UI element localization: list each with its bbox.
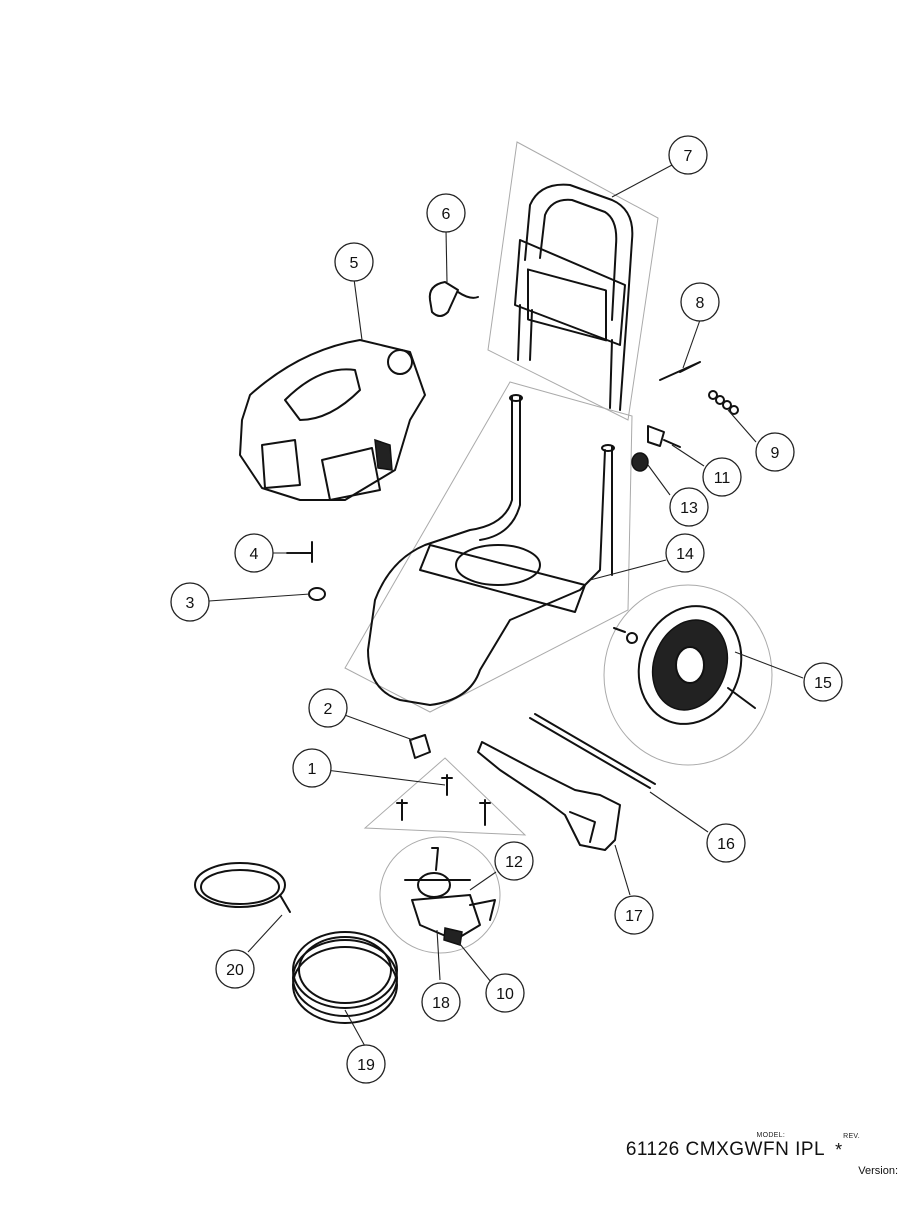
model-number: 61126 CMXGWFN IPL xyxy=(625,1139,826,1160)
callout-number: 7 xyxy=(684,148,693,165)
handle-group-outline xyxy=(487,141,659,421)
leader-lines xyxy=(208,164,804,1049)
callout-2: 2 xyxy=(308,688,348,728)
callout-3: 3 xyxy=(170,582,210,622)
callout-8: 8 xyxy=(680,282,720,322)
callout-number: 9 xyxy=(771,445,780,462)
bolt-t-icon xyxy=(286,541,313,563)
bracket-icon xyxy=(409,734,431,759)
callout-14: 14 xyxy=(665,533,705,573)
callout-number: 15 xyxy=(814,675,832,692)
callout-number: 11 xyxy=(714,470,731,487)
callout-4: 4 xyxy=(234,533,274,573)
callout-number: 8 xyxy=(696,295,705,312)
callout-number: 19 xyxy=(357,1057,375,1074)
callout-18: 18 xyxy=(421,982,461,1022)
screws-icon xyxy=(708,390,739,415)
version-label: Version: xyxy=(858,1165,898,1177)
frame-base-icon xyxy=(367,394,615,706)
wheel-group-outline xyxy=(603,584,773,766)
callout-19: 19 xyxy=(346,1044,386,1084)
short-hose-icon xyxy=(194,862,291,913)
callout-number: 6 xyxy=(442,206,451,223)
clip-icon xyxy=(428,281,479,317)
frame-handle-icon xyxy=(514,183,634,411)
bolt-group-outline xyxy=(363,757,527,836)
callout-number: 20 xyxy=(226,962,244,979)
knob-icon xyxy=(647,425,681,448)
tie-strap-icon xyxy=(659,361,701,381)
callout-16: 16 xyxy=(706,823,746,863)
callout-10: 10 xyxy=(485,973,525,1013)
callout-11: 11 xyxy=(702,457,742,497)
callout-1: 1 xyxy=(292,748,332,788)
callout-7: 7 xyxy=(668,135,708,175)
callout-number: 4 xyxy=(250,546,259,563)
callout-number: 13 xyxy=(680,500,698,517)
callout-5: 5 xyxy=(334,242,374,282)
callout-15: 15 xyxy=(803,662,843,702)
callout-number: 12 xyxy=(505,854,523,871)
callout-number: 3 xyxy=(186,595,195,612)
callout-number: 14 xyxy=(676,546,694,563)
callout-number: 2 xyxy=(324,701,333,718)
model-label: MODEL: xyxy=(756,1132,786,1139)
callout-13: 13 xyxy=(669,487,709,527)
callout-number: 16 xyxy=(717,836,735,853)
rev-value: * xyxy=(835,1140,843,1160)
spray-gun-icon xyxy=(477,741,621,851)
callout-number: 1 xyxy=(308,761,317,778)
pump-icon xyxy=(404,847,496,946)
rev-label: REV. xyxy=(843,1133,860,1140)
lance-icon xyxy=(529,713,656,789)
callout-6: 6 xyxy=(426,193,466,233)
frame-group-outline xyxy=(344,381,633,713)
pump-group-outline xyxy=(379,836,501,954)
wheel-icon xyxy=(613,605,756,725)
hose-icon xyxy=(292,931,398,1024)
bolts-icon xyxy=(396,774,491,826)
callout-9: 9 xyxy=(755,432,795,472)
plug-icon xyxy=(631,452,649,472)
callout-12: 12 xyxy=(494,841,534,881)
callout-number: 18 xyxy=(432,995,450,1012)
callout-17: 17 xyxy=(614,895,654,935)
callout-number: 10 xyxy=(496,986,514,1003)
title-block: MODEL: 61126 CMXGWFN IPL REV. * Version: xyxy=(626,1132,898,1177)
callout-number: 17 xyxy=(625,908,643,925)
cap-icon xyxy=(308,587,326,601)
callout-20: 20 xyxy=(215,949,255,989)
callout-number: 5 xyxy=(350,255,359,272)
engine-icon xyxy=(239,339,426,501)
